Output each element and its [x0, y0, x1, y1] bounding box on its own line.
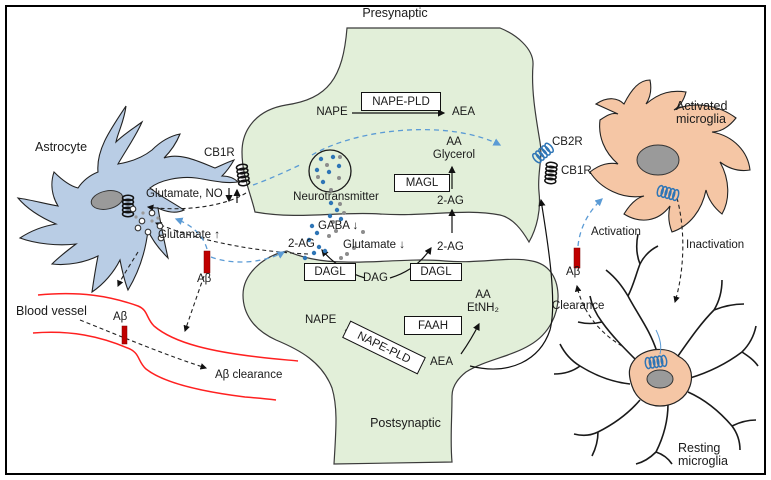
resting-microglia-receptor-stalk: [655, 329, 662, 355]
nape-pld-top-label: NAPE-PLD: [372, 95, 430, 108]
two-ag-right-label: 2-AG: [437, 241, 464, 253]
magl-box: MAGL: [394, 174, 450, 192]
glycerol-label: Glycerol: [432, 149, 476, 161]
nape-pld-top-box: NAPE-PLD: [361, 92, 441, 111]
astrocyte-glutamate-circles: [129, 205, 165, 242]
dashed-arrows: [79, 192, 684, 370]
abeta-bar-right: [573, 247, 581, 269]
blue-dashed-arrows: [174, 129, 603, 263]
aa-top-label: AA: [446, 136, 462, 148]
figure-border: [5, 5, 766, 475]
faah-label: FAAH: [417, 319, 449, 332]
abeta-clearance-label: Aβ clearance: [215, 369, 283, 381]
resting-microglia-branches: [553, 233, 759, 465]
neurotransmitter-vesicle: [308, 149, 352, 193]
resting-microglia-label: Resting microglia: [678, 442, 728, 468]
nape-bottom-label: NAPE: [305, 314, 337, 326]
activated-microglia-label-line2: microglia: [676, 112, 727, 126]
dag-label: DAG: [363, 272, 388, 284]
dagl-right-label: DAGL: [420, 266, 452, 278]
inactivation-label: Inactivation: [686, 239, 745, 251]
presynaptic-terminal-shape: [241, 27, 542, 244]
blood-vessel-walls: [32, 292, 299, 401]
faah-box: FAAH: [404, 316, 462, 335]
glutamate-down-label: Glutamate ↓: [343, 239, 405, 251]
dagl-right-box: DAGL: [410, 263, 462, 281]
neurotransmitter-dots-gray: [316, 155, 365, 260]
presynaptic-label: Presynaptic: [362, 6, 428, 20]
glutamate-up-label: Glutamate ↑: [158, 229, 220, 241]
abeta-left-label: Aβ: [197, 273, 212, 285]
astrocyte-glutamate-small-dots: [134, 211, 160, 223]
aea-top-label: AEA: [452, 106, 476, 118]
aa-glycerol-label: AA Glycerol: [428, 136, 480, 162]
neurotransmitter-dots-blue: [302, 154, 344, 261]
activation-label: Activation: [591, 226, 641, 238]
cb1r-right-label: CB1R: [561, 165, 592, 177]
abeta-bar-vessel: [121, 325, 128, 345]
glutamate-no-label: Glutamate, NO: [146, 188, 223, 200]
cb1r-left-label: CB1R: [204, 147, 235, 159]
aea-bottom-label: AEA: [430, 356, 454, 368]
aa-bottom-label: AA: [475, 289, 491, 301]
resting-microglia-label-line1: Resting: [678, 441, 721, 455]
nape-top-label: NAPE: [316, 106, 348, 118]
two-ag-left-label: 2-AG: [288, 238, 315, 250]
etnh2-label: EtNH₂: [467, 302, 499, 314]
activated-microglia-nucleus: [636, 144, 680, 176]
blood-vessel-label: Blood vessel: [16, 304, 87, 318]
clearance-label: Clearance: [552, 300, 605, 312]
cb2r-label: CB2R: [552, 136, 583, 148]
magl-label: MAGL: [405, 177, 439, 189]
activated-microglia-label: Activated microglia: [676, 100, 727, 126]
abeta-bars: [121, 247, 581, 345]
abeta-bar-left: [203, 250, 211, 274]
resting-microglia-label-line2: microglia: [678, 454, 729, 468]
dagl-left-box: DAGL: [304, 263, 356, 281]
postsynaptic-label: Postsynaptic: [370, 416, 441, 430]
astrocyte-label: Astrocyte: [35, 140, 88, 154]
abeta-vessel-label: Aβ: [113, 311, 128, 323]
two-ag-upper-label: 2-AG: [437, 195, 464, 207]
resting-microglia-nucleus: [646, 369, 674, 389]
activated-microglia-label-line1: Activated: [676, 99, 728, 113]
gaba-label: GABA ↓: [318, 220, 359, 232]
dagl-left-label: DAGL: [314, 266, 346, 278]
neurotransmitter-label: Neurotransmitter: [293, 191, 379, 203]
abeta-right-label: Aβ: [566, 266, 581, 278]
aa-etnh2-label: AA EtNH₂: [460, 289, 506, 315]
